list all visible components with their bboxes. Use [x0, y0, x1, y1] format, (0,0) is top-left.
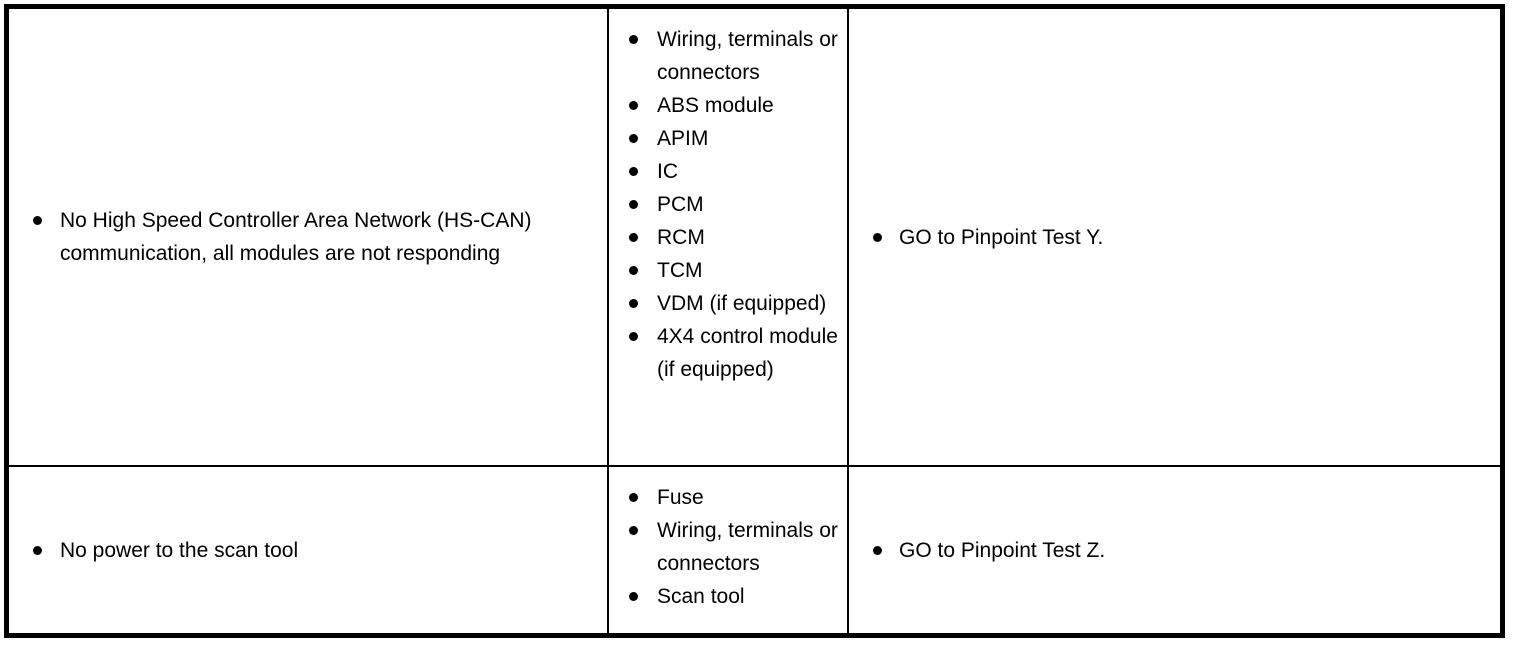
symptom-list: No power to the scan tool — [33, 534, 593, 567]
list-item: ABS module — [627, 89, 841, 122]
list-item: 4X4 control module (if equipped) — [627, 320, 841, 386]
diagnostic-symptom-chart-table: No High Speed Controller Area Network (H… — [4, 4, 1505, 638]
list-item: GO to Pinpoint Test Y. — [873, 221, 1486, 254]
action-cell: GO to Pinpoint Test Y. — [849, 9, 1500, 465]
list-item: Fuse — [627, 481, 841, 514]
list-item: PCM — [627, 188, 841, 221]
list-item: No power to the scan tool — [33, 534, 593, 567]
list-item: APIM — [627, 122, 841, 155]
table-row: No power to the scan tool Fuse Wiring, t… — [9, 465, 1500, 633]
list-item: RCM — [627, 221, 841, 254]
symptom-cell: No High Speed Controller Area Network (H… — [9, 9, 607, 465]
list-item: Wiring, terminals or connectors — [627, 23, 841, 89]
list-item: Wiring, terminals or connectors — [627, 514, 841, 580]
list-item: VDM (if equipped) — [627, 287, 841, 320]
symptom-list: No High Speed Controller Area Network (H… — [33, 204, 593, 270]
list-item: Scan tool — [627, 580, 841, 613]
possible-causes-list: Fuse Wiring, terminals or connectors Sca… — [627, 481, 841, 613]
action-list: GO to Pinpoint Test Z. — [873, 534, 1486, 567]
possible-causes-list: Wiring, terminals or connectors ABS modu… — [627, 23, 841, 386]
table-row: No High Speed Controller Area Network (H… — [9, 9, 1500, 465]
list-item: No High Speed Controller Area Network (H… — [33, 204, 593, 270]
list-item: IC — [627, 155, 841, 188]
possible-causes-cell: Wiring, terminals or connectors ABS modu… — [607, 9, 849, 465]
list-item: TCM — [627, 254, 841, 287]
symptom-cell: No power to the scan tool — [9, 467, 607, 633]
possible-causes-cell: Fuse Wiring, terminals or connectors Sca… — [607, 467, 849, 633]
list-item: GO to Pinpoint Test Z. — [873, 534, 1486, 567]
action-cell: GO to Pinpoint Test Z. — [849, 467, 1500, 633]
action-list: GO to Pinpoint Test Y. — [873, 221, 1486, 254]
